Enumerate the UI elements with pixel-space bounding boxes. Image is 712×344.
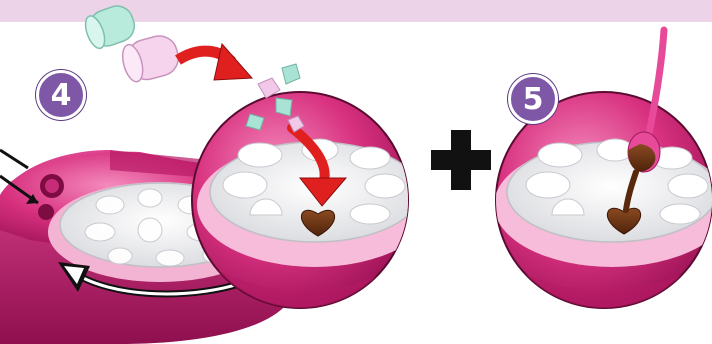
marshmallow-icon [81,2,182,85]
step-badge-5: 5 [508,74,558,124]
plus-icon [431,130,491,190]
step-number-4: 4 [51,78,72,113]
step-number-5: 5 [523,82,544,117]
zoom-view-step5 [494,92,712,320]
step-badge-4: 4 [36,70,86,120]
curved-arrow-icon [178,44,252,80]
